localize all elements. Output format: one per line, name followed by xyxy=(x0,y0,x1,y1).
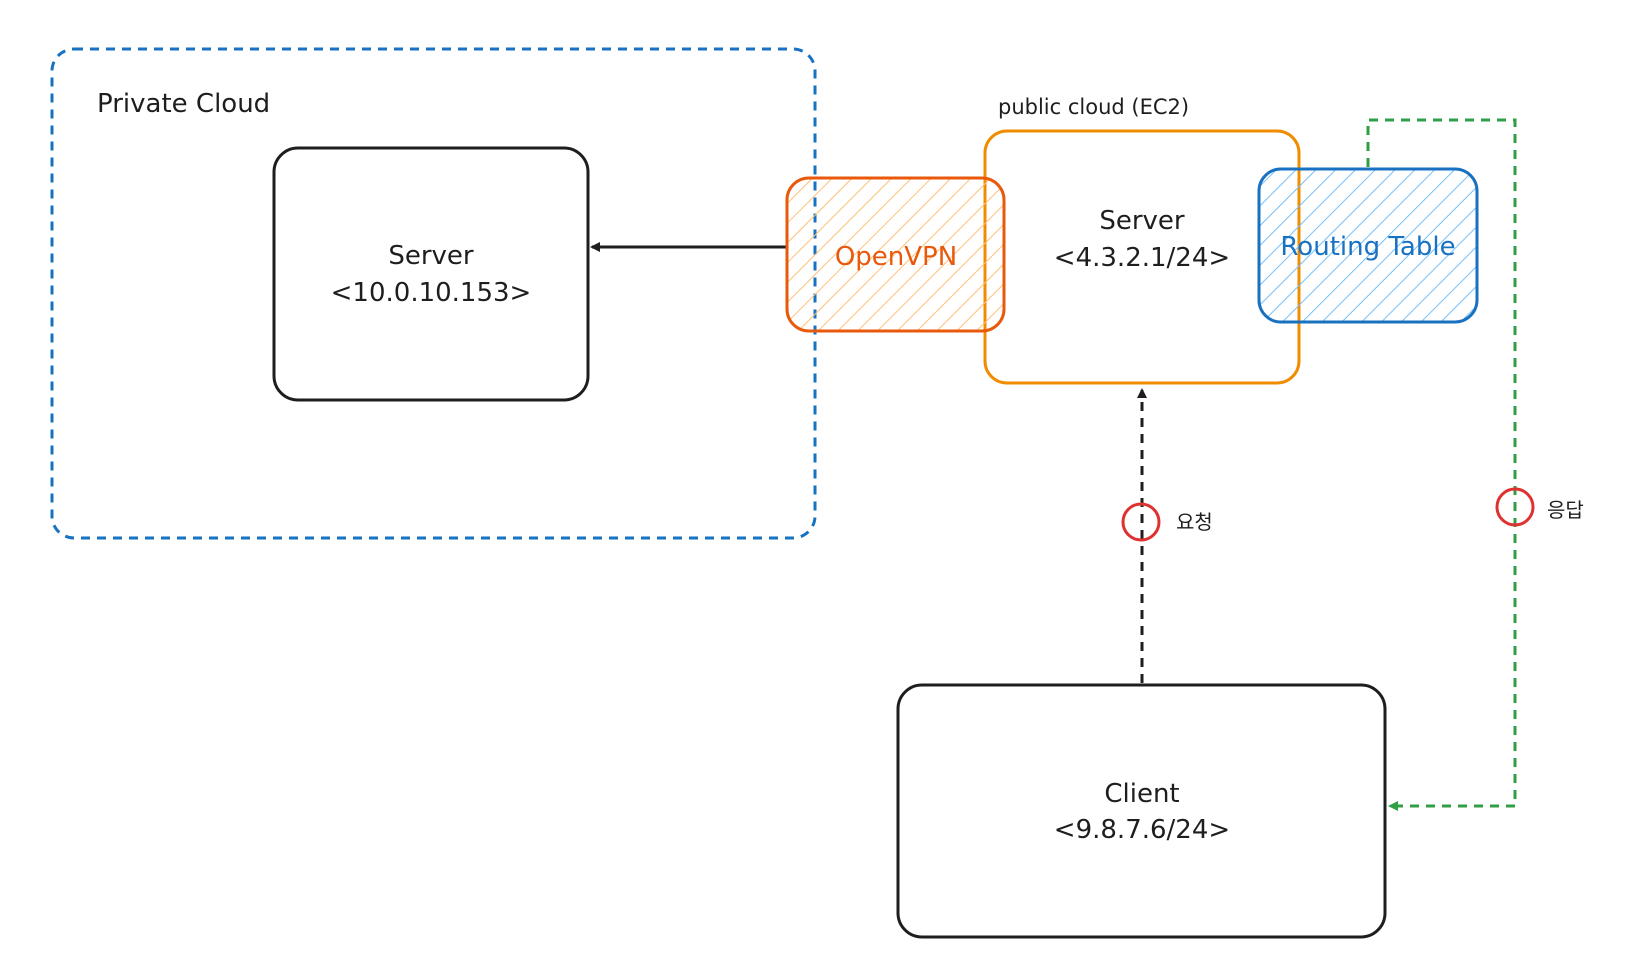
client-box xyxy=(896,683,1387,939)
private-server-name: Server xyxy=(388,241,474,271)
routing-table-label: Routing Table xyxy=(1280,232,1455,262)
public-server-name: Server xyxy=(1099,206,1185,236)
openvpn-label: OpenVPN xyxy=(835,242,957,272)
private-server-ip: <10.0.10.153> xyxy=(331,278,532,308)
response-arrow xyxy=(1366,118,1517,811)
private-server-box xyxy=(272,146,590,402)
client-ip: <9.8.7.6/24> xyxy=(1054,815,1230,845)
public-server-ip: <4.3.2.1/24> xyxy=(1054,243,1230,273)
client-name: Client xyxy=(1104,779,1179,809)
private-cloud-label: Private Cloud xyxy=(97,89,270,119)
openvpn-box-fill xyxy=(787,178,1004,331)
response-marker-circle xyxy=(1495,487,1535,527)
public-cloud-label: public cloud (EC2) xyxy=(998,95,1189,119)
routing-table-box-fill xyxy=(1259,169,1477,322)
private-cloud-boundary xyxy=(50,47,817,540)
openvpn-box xyxy=(785,176,1006,333)
routing-table-box xyxy=(1257,167,1479,324)
request-marker-circle xyxy=(1121,502,1161,542)
request-label: 요청 xyxy=(1176,510,1213,534)
response-label: 응답 xyxy=(1547,498,1584,522)
